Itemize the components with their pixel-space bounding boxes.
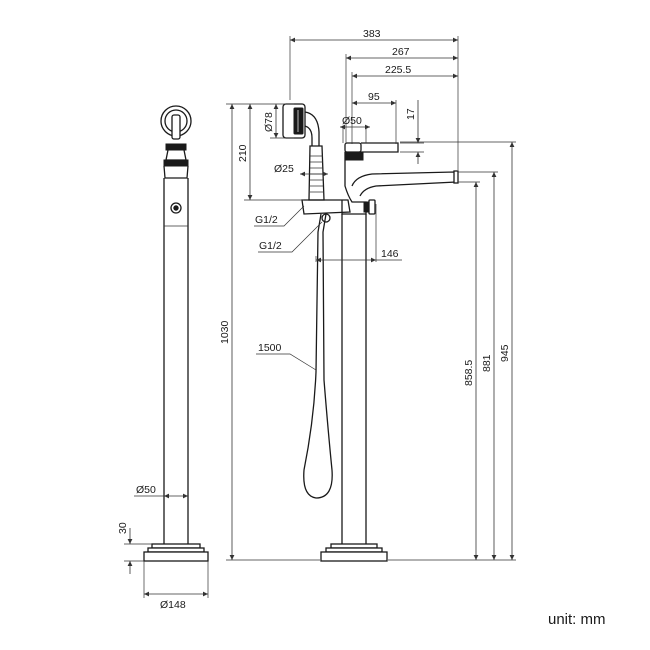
label-858: 858.5 xyxy=(463,360,475,386)
ext-d78 xyxy=(250,103,294,139)
handset-holder xyxy=(301,199,351,215)
diverter-knob xyxy=(368,199,376,215)
column-cap xyxy=(344,142,362,153)
label-g12-a: G1/2 xyxy=(255,214,278,226)
label-267: 267 xyxy=(392,46,410,58)
side-view xyxy=(143,105,209,562)
spout xyxy=(351,171,457,197)
side-cartridge-ring xyxy=(163,159,189,167)
label-945: 945 xyxy=(499,344,511,362)
front-base-plate xyxy=(320,551,388,562)
label-d50-side: Ø50 xyxy=(136,484,156,496)
label-95: 95 xyxy=(368,91,380,103)
side-handle-lever xyxy=(171,114,181,140)
label-146: 146 xyxy=(381,248,399,260)
diverter-stem xyxy=(363,201,370,213)
label-210: 210 xyxy=(237,144,249,162)
shower-hose xyxy=(303,213,333,499)
front-view xyxy=(282,103,459,562)
shower-neck xyxy=(304,111,320,146)
side-cartridge-top xyxy=(165,143,187,151)
ext-right-dims xyxy=(388,141,516,561)
side-cartridge-neck xyxy=(165,149,187,161)
shower-head-face xyxy=(293,107,304,135)
label-17: 17 xyxy=(405,108,417,120)
side-body xyxy=(163,178,189,544)
hose-connector xyxy=(321,213,331,223)
unit-label: unit: mm xyxy=(548,611,606,628)
spout-tip xyxy=(453,170,459,184)
label-d25: Ø25 xyxy=(274,163,294,175)
side-base-plate xyxy=(143,551,209,562)
side-cartridge-body xyxy=(163,165,189,179)
ext-30 xyxy=(124,543,152,562)
label-g12-b: G1/2 xyxy=(259,240,282,252)
side-diverter-knob xyxy=(170,202,182,214)
ext-1030 xyxy=(226,103,320,561)
label-881: 881 xyxy=(481,354,493,372)
leader-1500 xyxy=(256,353,317,371)
ext-d50-top xyxy=(342,127,367,143)
label-383: 383 xyxy=(363,28,381,40)
lever-handle xyxy=(361,142,399,153)
dimension-lines xyxy=(124,36,516,598)
side-diverter-center xyxy=(173,205,179,211)
dimension-labels: 383 267 225.5 95 Ø50 17 Ø78 210 Ø25 G1/2… xyxy=(117,28,606,628)
label-1500: 1500 xyxy=(258,342,282,354)
column-cap-band xyxy=(344,151,364,161)
ext-17 xyxy=(400,142,424,153)
ext-d148 xyxy=(143,561,209,598)
leader-g12-a xyxy=(254,205,305,227)
label-d50-top: Ø50 xyxy=(342,115,362,127)
label-1030: 1030 xyxy=(219,320,231,344)
label-d78: Ø78 xyxy=(263,112,275,132)
leader-g12-b xyxy=(258,221,323,253)
main-column xyxy=(341,214,367,544)
label-d148: Ø148 xyxy=(160,599,186,611)
label-225: 225.5 xyxy=(385,64,411,76)
label-30: 30 xyxy=(117,522,129,534)
